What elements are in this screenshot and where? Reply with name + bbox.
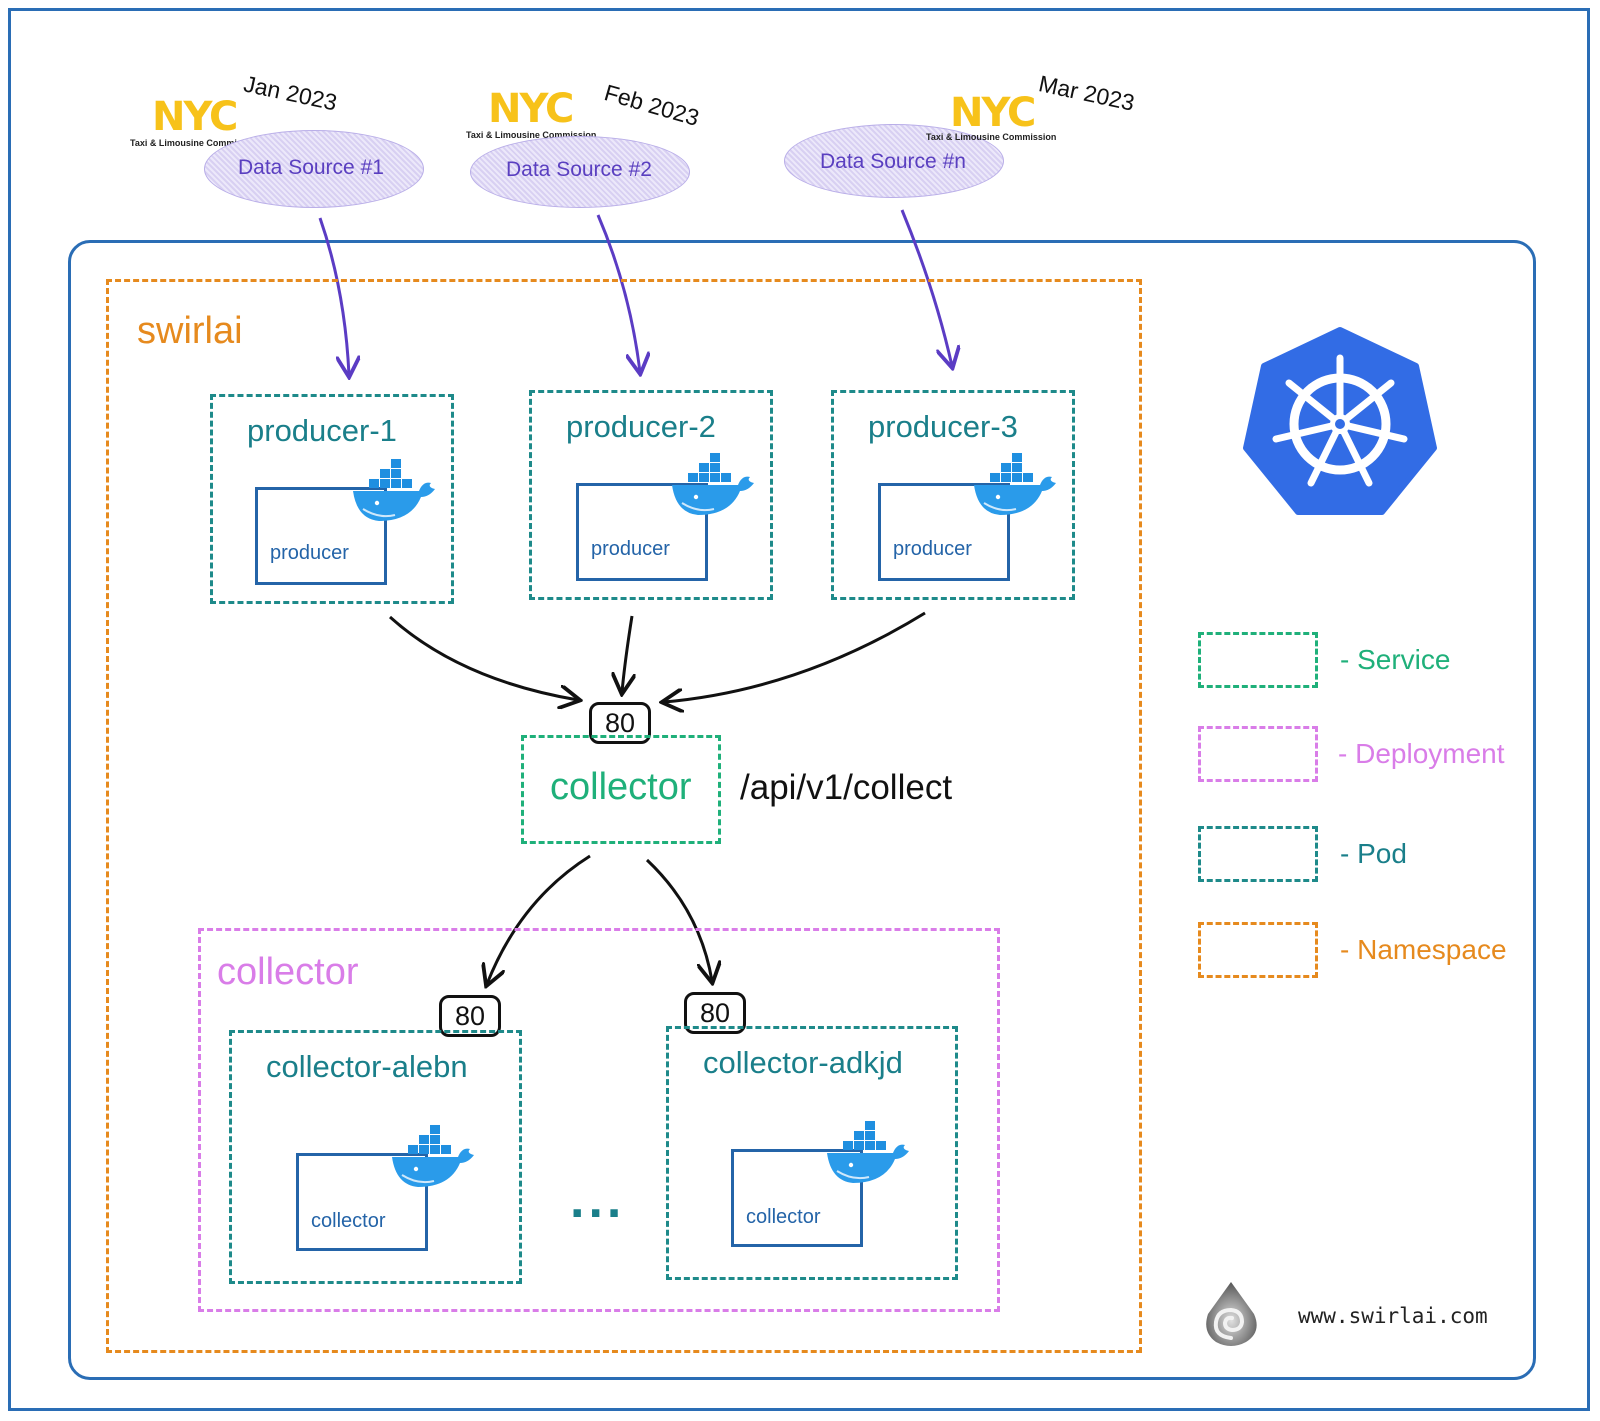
- data-source-n: Mar 2023 NYC Taxi & Limousine Commission…: [780, 64, 1160, 214]
- deployment-label: collector: [217, 951, 359, 993]
- data-source-ellipse: [784, 124, 1004, 198]
- data-source-1: Jan 2023 NYC Taxi & Limousine Commission…: [120, 66, 430, 216]
- data-source-ellipse: [470, 136, 690, 208]
- collector-pod-alebn: collector-alebn collector: [229, 1030, 522, 1284]
- arrow-producer2-collector: [622, 615, 632, 692]
- kubernetes-icon: [1240, 326, 1440, 521]
- data-source-date: Jan 2023: [241, 70, 340, 116]
- legend-label-service: - Service: [1340, 644, 1451, 675]
- pod-title: producer-2: [566, 409, 716, 444]
- legend-label-pod: - Pod: [1340, 838, 1407, 869]
- kubernetes-cluster: [68, 240, 1536, 1380]
- nyc-logo-subtitle: Taxi & Limousine Commission: [130, 138, 261, 148]
- legend-label-namespace: - Namespace: [1340, 934, 1507, 965]
- outer-frame: [8, 8, 1590, 1411]
- nyc-logo: NYC: [488, 86, 574, 132]
- arrow-collector-alebn: [487, 854, 591, 984]
- producer-container: producer: [255, 487, 387, 585]
- legend-swatch-deployment: [1198, 726, 1318, 782]
- docker-whale-icon: [390, 1123, 476, 1196]
- data-source-label: Data Source #n: [820, 150, 966, 173]
- service-label: collector: [550, 766, 692, 808]
- legend-label-deployment: - Deployment: [1338, 738, 1505, 769]
- data-source-date: Mar 2023: [1036, 70, 1137, 116]
- pod-title: producer-3: [868, 409, 1018, 444]
- data-source-2: Feb 2023 NYC Taxi & Limousine Commission…: [460, 68, 780, 218]
- producer-pod-2: producer-2 producer: [529, 390, 773, 600]
- legend-swatch-namespace: [1198, 922, 1318, 978]
- data-source-ellipse: [204, 130, 424, 208]
- nyc-logo: NYC: [950, 90, 1036, 136]
- collector-deployment: collector: [198, 928, 1000, 1312]
- container-label: producer: [270, 542, 349, 564]
- endpoint-path: /api/v1/collect: [740, 768, 953, 807]
- docker-whale-icon: [351, 457, 437, 530]
- collector-pod-adkjd: collector-adkjd collector: [666, 1026, 958, 1280]
- arrow-ds1-producer1: [318, 217, 349, 375]
- namespace-swirlai: [106, 279, 1142, 1353]
- docker-whale-icon: [972, 451, 1058, 524]
- container-label: producer: [591, 538, 670, 560]
- pod-title: collector-adkjd: [703, 1045, 903, 1080]
- arrow-producer1-collector: [388, 615, 578, 700]
- nyc-logo: NYC: [152, 94, 238, 140]
- swirlai-logo: [1200, 1280, 1262, 1353]
- more-pods-ellipsis: ...: [570, 1171, 626, 1229]
- collector-service: collector: [521, 735, 721, 844]
- data-source-date: Feb 2023: [601, 79, 703, 131]
- arrow-ds2-producer2: [596, 214, 640, 372]
- legend-swatch-pod: [1198, 826, 1318, 882]
- pod-title: collector-alebn: [266, 1049, 468, 1084]
- data-source-label: Data Source #1: [238, 156, 384, 179]
- docker-whale-icon: [825, 1119, 911, 1192]
- arrow-dsn-producer3: [900, 209, 952, 366]
- pod-title: producer-1: [247, 413, 397, 448]
- legend-swatch-service: [1198, 632, 1318, 688]
- container-label: producer: [893, 538, 972, 560]
- producer-pod-3: producer-3 producer: [831, 390, 1075, 600]
- container-label: collector: [746, 1206, 821, 1228]
- arrow-producer3-collector: [664, 611, 926, 702]
- producer-pod-1: producer-1 producer: [210, 394, 454, 604]
- legend: - Service - Deployment - Pod - Namespace: [1198, 632, 1578, 992]
- footer-url: www.swirlai.com: [1298, 1304, 1488, 1328]
- docker-whale-icon: [670, 451, 756, 524]
- container-label: collector: [311, 1210, 386, 1232]
- namespace-label: swirlai: [137, 310, 243, 352]
- data-source-label: Data Source #2: [506, 158, 652, 181]
- nyc-logo-subtitle: Taxi & Limousine Commission: [466, 130, 597, 140]
- arrow-collector-adkjd: [645, 858, 712, 981]
- nyc-logo-subtitle: Taxi & Limousine Commission: [926, 132, 1057, 142]
